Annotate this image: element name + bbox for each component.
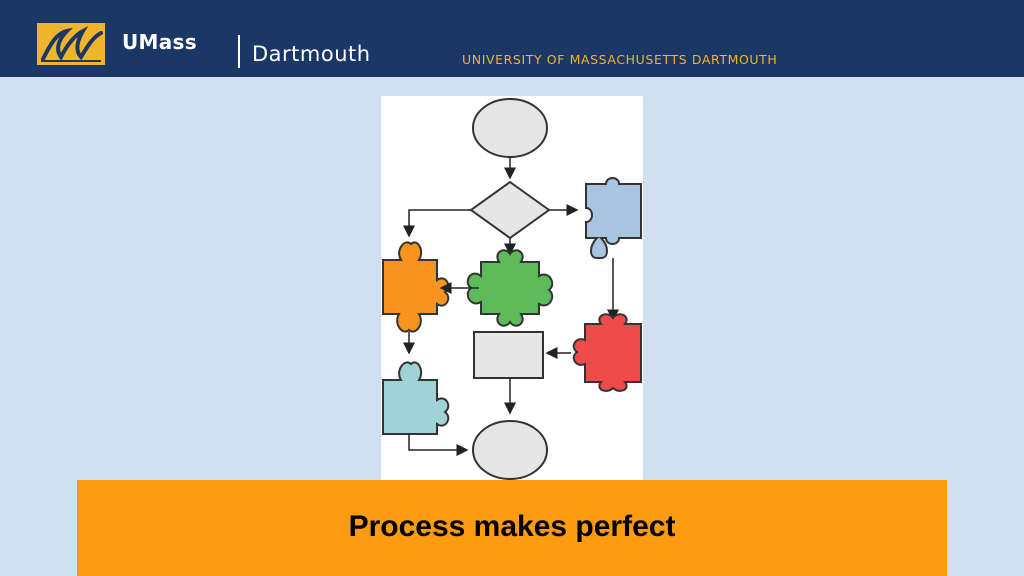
puzzle-red	[572, 313, 642, 392]
puzzle-teal	[382, 361, 450, 435]
footer-bar: Process makes perfect	[77, 480, 947, 576]
puzzle-orange	[382, 241, 450, 333]
decision-diamond	[469, 180, 551, 240]
puzzle-green	[466, 249, 554, 327]
end-oval	[472, 420, 548, 480]
flowchart-svg	[382, 98, 642, 480]
puzzle-blue	[585, 177, 642, 259]
header-bar: UMass Dartmouth UNIVERSITY OF MASSACHUSE…	[0, 0, 1024, 77]
slide-title: Process makes perfect	[348, 510, 676, 543]
brand-divider	[238, 35, 240, 68]
flowchart-image	[381, 96, 643, 480]
process-rect	[473, 331, 544, 379]
brand-umass: UMass	[122, 30, 197, 54]
university-name: UNIVERSITY OF MASSACHUSETTS DARTMOUTH	[462, 52, 778, 67]
start-oval	[472, 98, 548, 158]
umass-logo-icon	[37, 23, 105, 65]
brand-dartmouth: Dartmouth	[252, 42, 371, 66]
